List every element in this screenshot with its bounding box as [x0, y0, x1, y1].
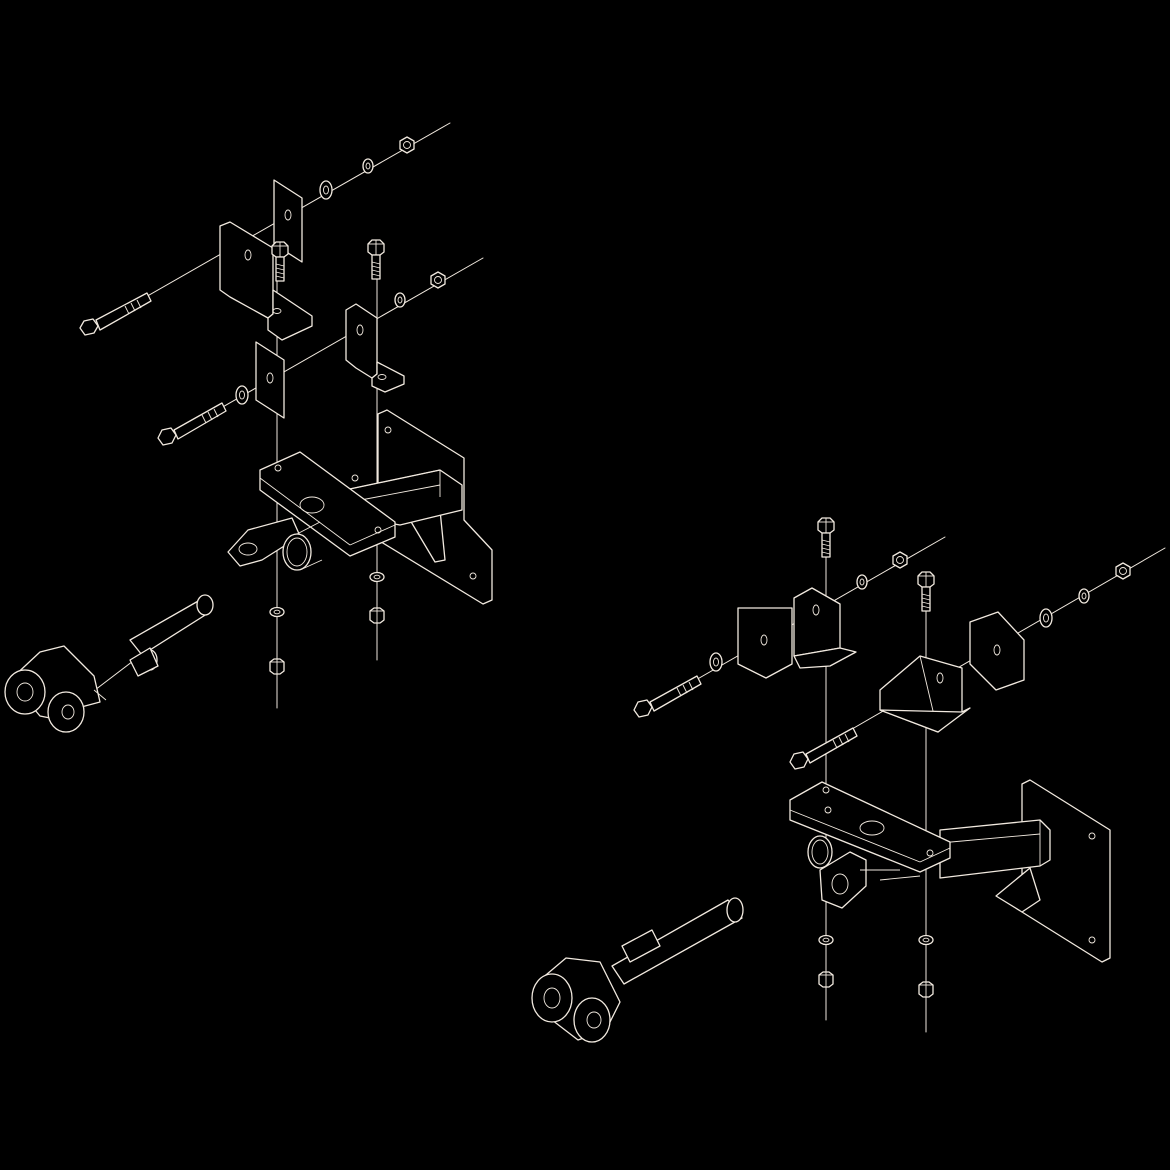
lock-washer: [856, 574, 868, 590]
hex-nut: [892, 551, 908, 569]
hex-bolt: [157, 402, 227, 446]
vertical-bolt: [917, 571, 935, 612]
angle-bracket: [345, 303, 405, 393]
flat-washer: [709, 652, 723, 672]
angle-bracket: [219, 221, 313, 341]
hex-bolt: [633, 675, 702, 718]
lock-washer: [362, 158, 374, 174]
lock-washer: [394, 292, 406, 308]
hitch-receiver: [227, 409, 493, 605]
vertical-bolt: [367, 239, 385, 280]
clevis-pin: [531, 897, 744, 1043]
vertical-bolt: [817, 517, 835, 558]
lock-washer: [369, 571, 385, 583]
lock-washer: [918, 934, 934, 946]
vertical-bolt: [271, 241, 289, 282]
hex-nut: [1115, 562, 1131, 580]
hex-bolt: [79, 292, 152, 336]
lock-washer: [818, 934, 834, 946]
assembly-left: [4, 122, 493, 733]
shim-plate: [969, 611, 1025, 691]
shim-plate: [737, 607, 793, 679]
flat-washer: [319, 180, 333, 200]
flat-washer: [1039, 608, 1053, 628]
hex-nut: [918, 981, 934, 998]
angle-bracket: [793, 587, 857, 669]
lock-washer: [1078, 588, 1090, 604]
hitch-receiver: [789, 779, 1111, 963]
hex-nut: [399, 136, 415, 154]
hex-nut: [369, 607, 385, 624]
hex-bolt: [789, 727, 858, 770]
hex-nut: [818, 971, 834, 988]
assembly-right: [531, 517, 1166, 1043]
lock-washer: [269, 606, 285, 618]
hex-nut: [430, 271, 446, 289]
flat-washer: [235, 385, 249, 405]
hex-nut: [269, 658, 285, 675]
shim-plate: [255, 341, 285, 419]
angle-bracket: [879, 655, 971, 733]
clevis-pin: [4, 594, 214, 733]
